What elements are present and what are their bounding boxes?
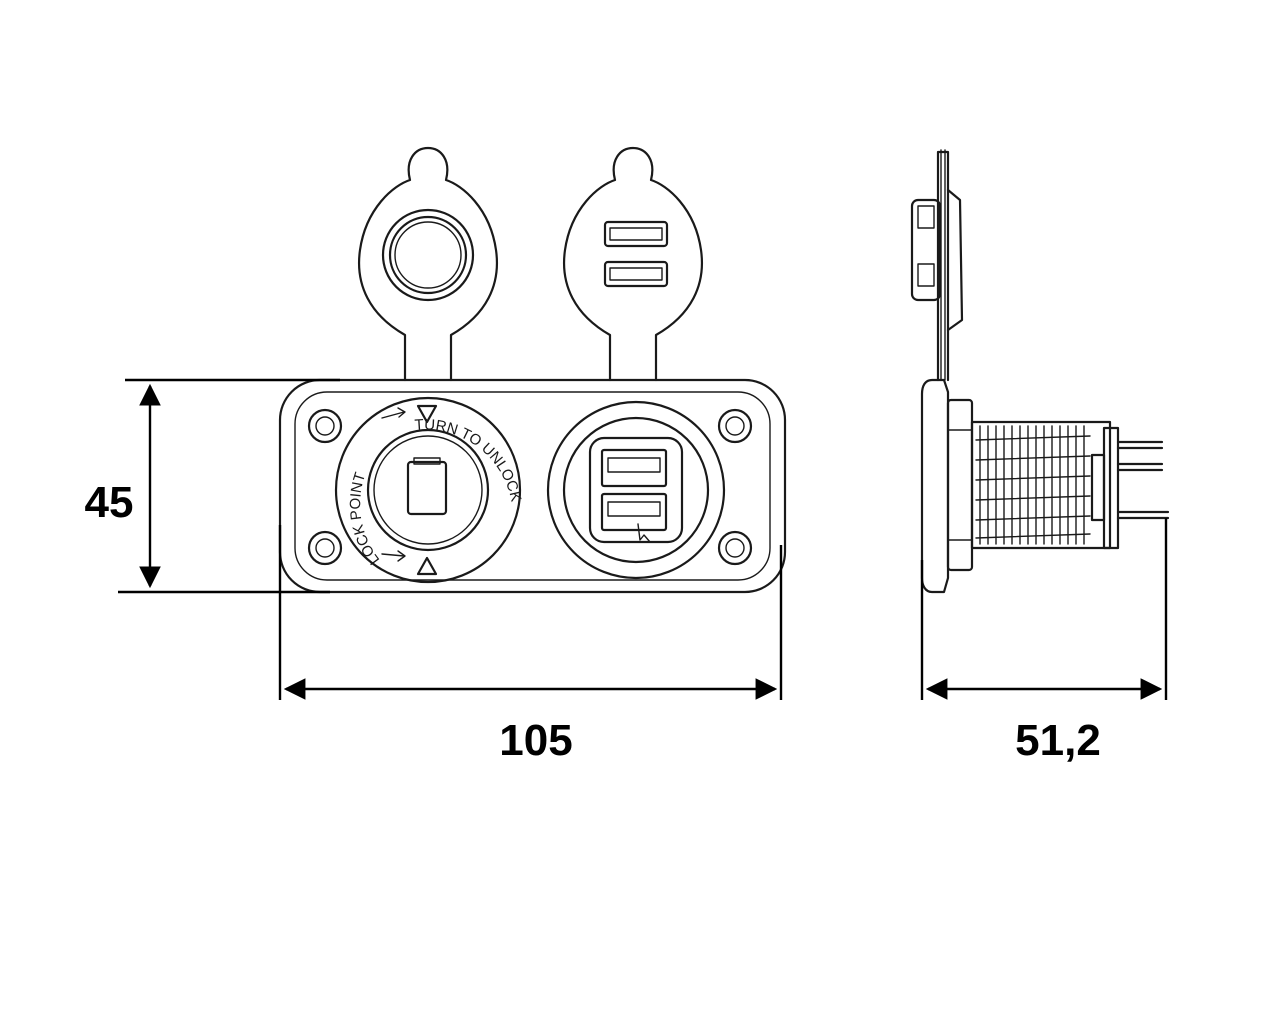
lock-ring-text-turn-to-unlock: TURN TO UNLOCK [414,416,524,503]
dimension-height: 45 [85,378,340,594]
dimension-width-label: 105 [499,716,572,765]
socket-dust-cap [358,146,498,382]
mounting-hole-bottom-left [307,530,343,566]
dimension-height-label: 45 [85,478,134,527]
lock-ring-text-lock-point: LOCK POINT [347,470,383,568]
front-view: TURN TO UNLOCK LOCK POINT [278,146,787,594]
mounting-hole-bottom-right [717,530,753,566]
side-view [910,149,1170,594]
dimension-depth: 51,2 [920,518,1168,765]
dimension-width: 105 [278,525,783,765]
mounting-hole-top-right [717,408,753,444]
mounting-hole-top-left [307,408,343,444]
usb-dust-cap [563,146,703,382]
dual-usb-socket [546,400,726,580]
power-socket-lock-ring: TURN TO UNLOCK LOCK POINT [334,396,524,584]
dimension-depth-label: 51,2 [1015,716,1101,765]
mounting-plate [278,378,787,594]
thread-hatching [975,425,1091,545]
